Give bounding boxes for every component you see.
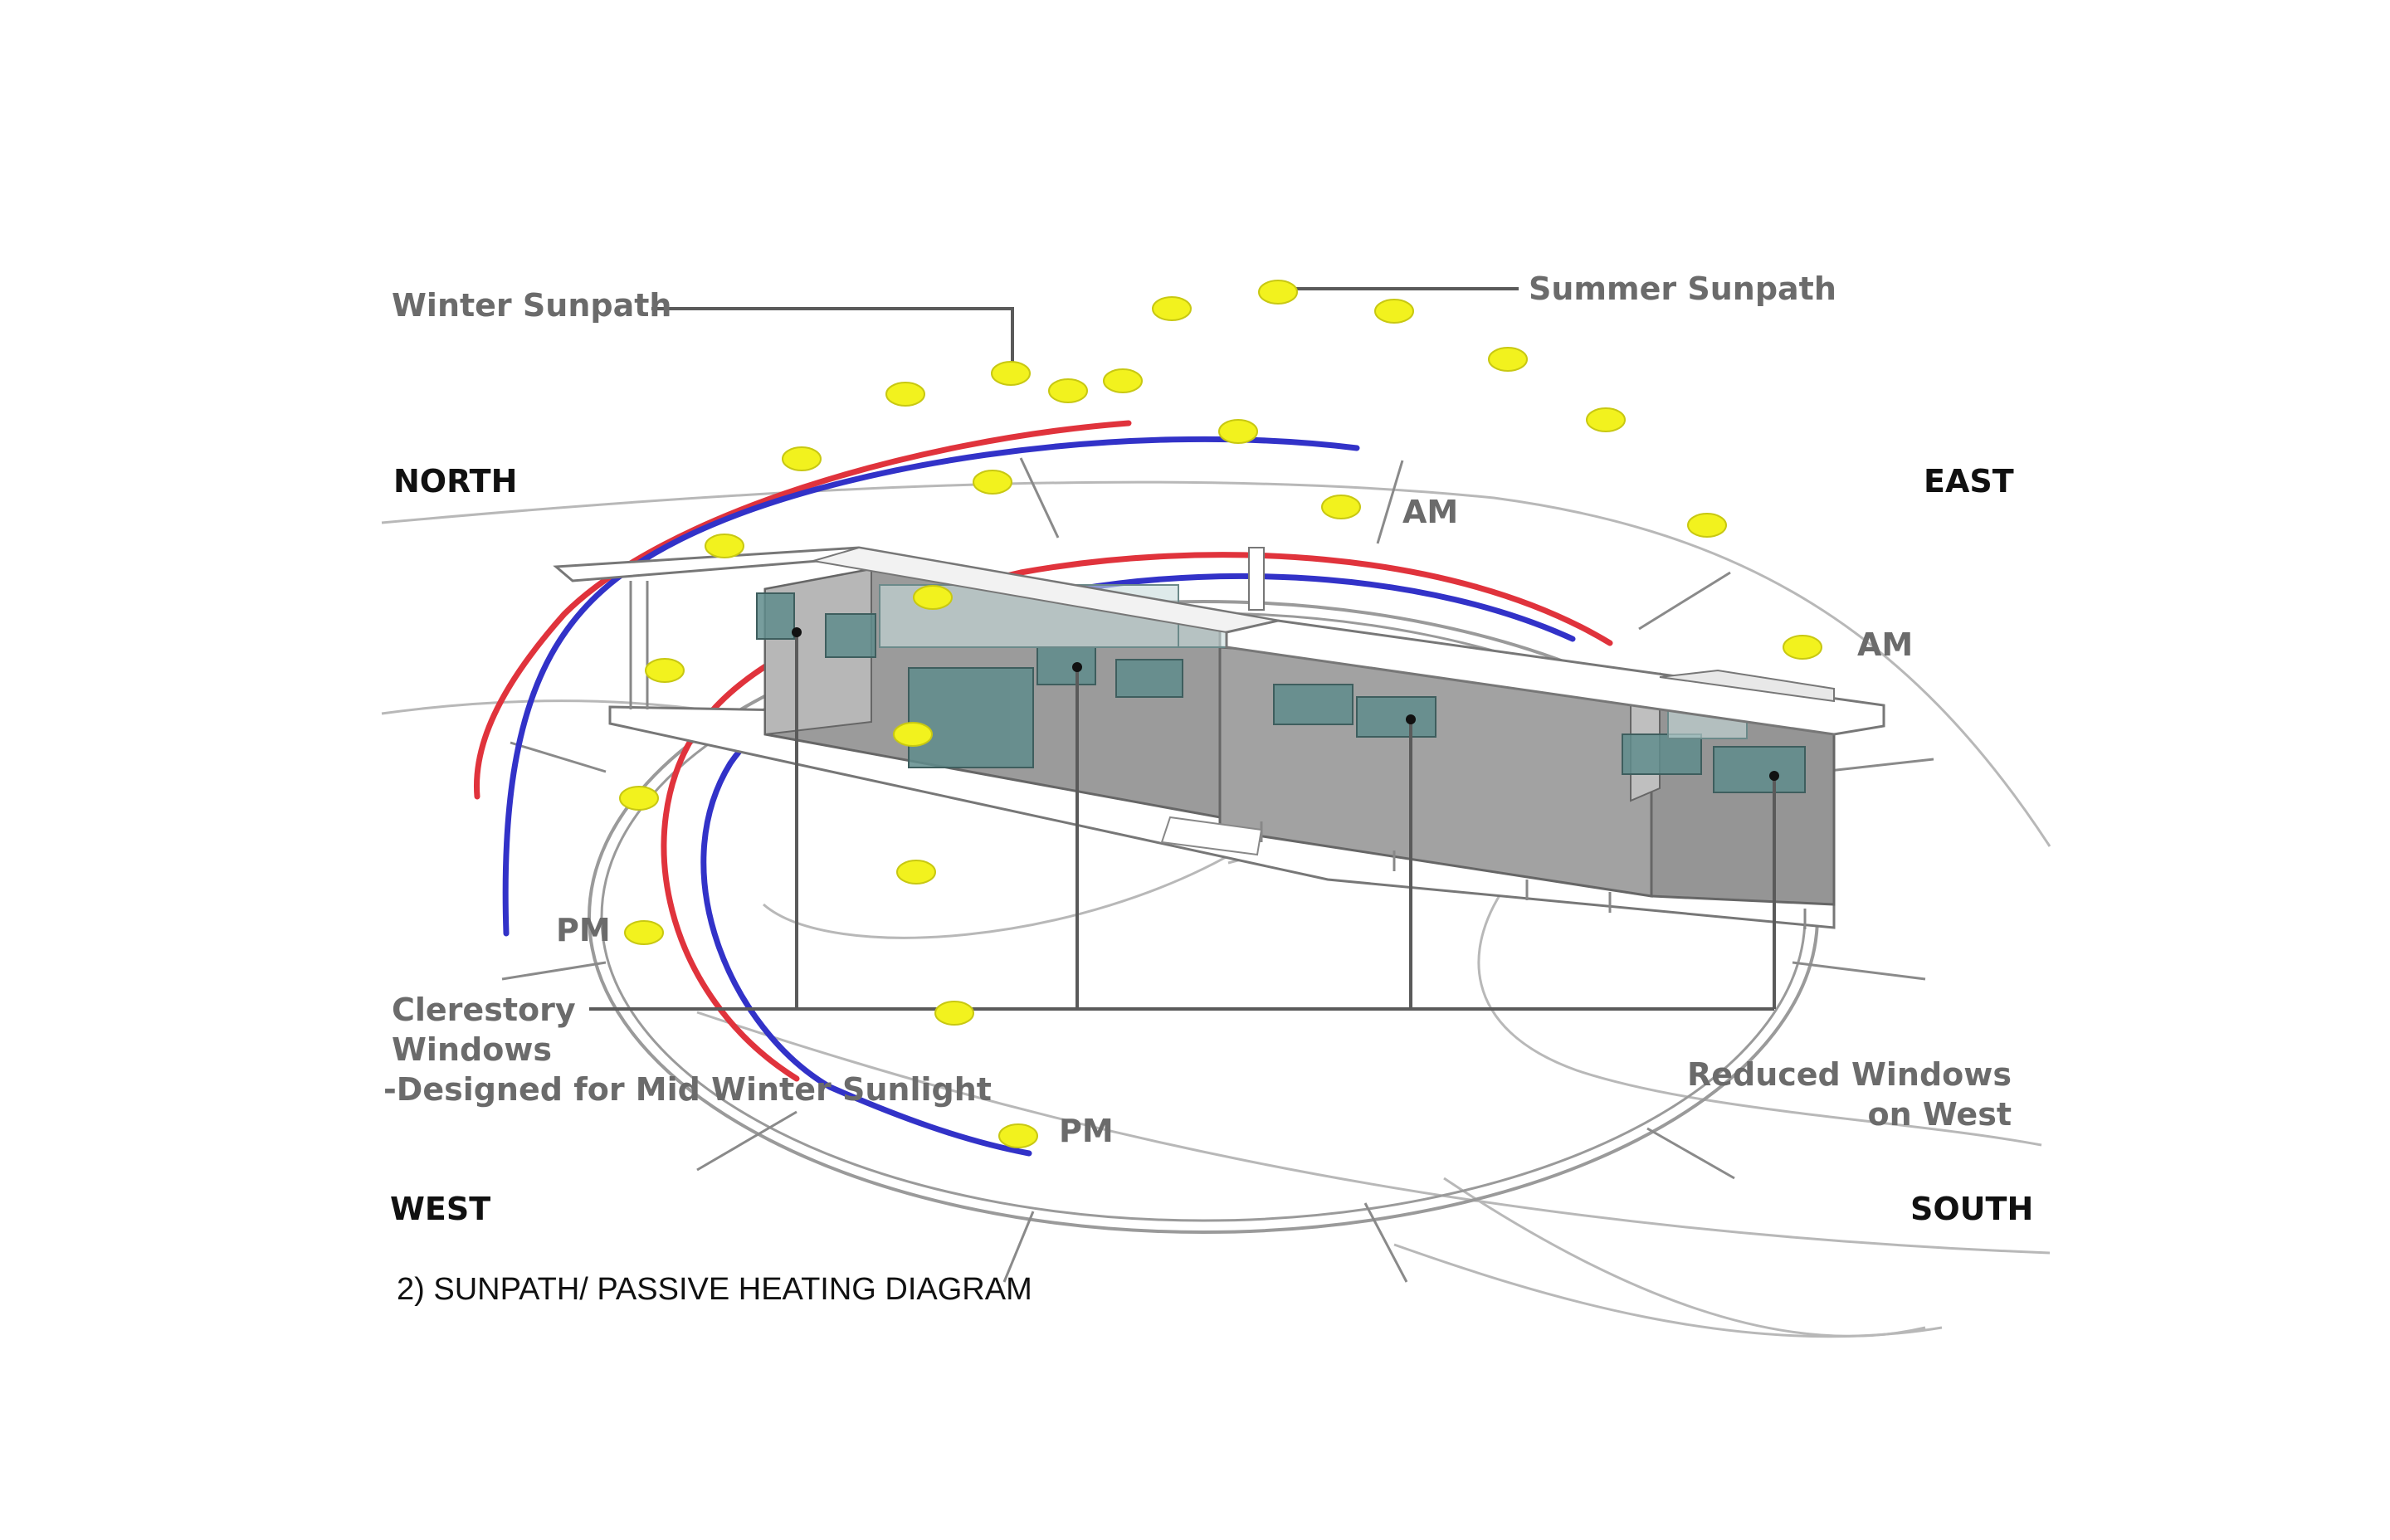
sun-marker bbox=[885, 382, 925, 407]
sun-marker bbox=[1374, 299, 1414, 324]
summer-sunpath-label: Summer Sunpath bbox=[1529, 270, 1836, 307]
winter-sunpath-leader bbox=[651, 307, 1014, 369]
sun-marker bbox=[619, 786, 659, 811]
sun-marker bbox=[1488, 347, 1528, 372]
sun-marker bbox=[913, 585, 953, 610]
sun-marker bbox=[973, 470, 1012, 495]
reduced-windows-label-line2: on West bbox=[1867, 1096, 2012, 1133]
sun-marker bbox=[705, 534, 744, 558]
south-label: SOUTH bbox=[1910, 1191, 2033, 1227]
site-ground-lines bbox=[381, 480, 2051, 1338]
sun-marker bbox=[1048, 378, 1088, 403]
sun-marker bbox=[934, 1001, 974, 1026]
summer-sunpath-outer-arc bbox=[502, 436, 1360, 937]
east-label: EAST bbox=[1924, 463, 2014, 500]
sun-marker bbox=[1103, 368, 1143, 393]
house-model bbox=[553, 546, 1885, 929]
sun-marker bbox=[1687, 513, 1727, 538]
sun-marker bbox=[645, 658, 685, 683]
am-label-summer: AM bbox=[1402, 494, 1458, 530]
clerestory-label-line2: Windows bbox=[392, 1031, 552, 1068]
north-label: NORTH bbox=[393, 463, 517, 500]
sun-marker bbox=[1152, 296, 1192, 321]
callout-leaders bbox=[589, 287, 1776, 1011]
diagram-caption: 2) SUNPATH/ PASSIVE HEATING DIAGRAM bbox=[397, 1272, 1032, 1307]
sun-marker bbox=[624, 920, 664, 945]
am-label-winter: AM bbox=[1857, 626, 1913, 663]
sun-marker bbox=[1321, 495, 1361, 519]
sun-positions bbox=[619, 280, 1822, 1148]
sun-marker bbox=[1258, 280, 1298, 305]
clerestory-label-line1: Clerestory bbox=[392, 992, 576, 1028]
sun-marker bbox=[1586, 407, 1626, 432]
sun-marker bbox=[896, 860, 936, 885]
sun-marker bbox=[782, 446, 822, 471]
sun-marker bbox=[991, 361, 1031, 386]
sun-marker bbox=[1218, 419, 1258, 444]
pm-label-winter: PM bbox=[556, 912, 611, 948]
winter-sunpath-label: Winter Sunpath bbox=[392, 287, 671, 324]
pm-label-summer: PM bbox=[1059, 1113, 1114, 1149]
clerestory-label-line3: -Designed for Mid Winter Sunlight bbox=[383, 1071, 992, 1108]
compass-ticks bbox=[501, 457, 1934, 1283]
west-label: WEST bbox=[390, 1191, 490, 1227]
sun-marker bbox=[893, 722, 933, 747]
sun-marker bbox=[998, 1123, 1038, 1148]
sun-marker bbox=[1783, 635, 1822, 660]
reduced-windows-label-line1: Reduced Windows bbox=[1687, 1056, 2012, 1093]
